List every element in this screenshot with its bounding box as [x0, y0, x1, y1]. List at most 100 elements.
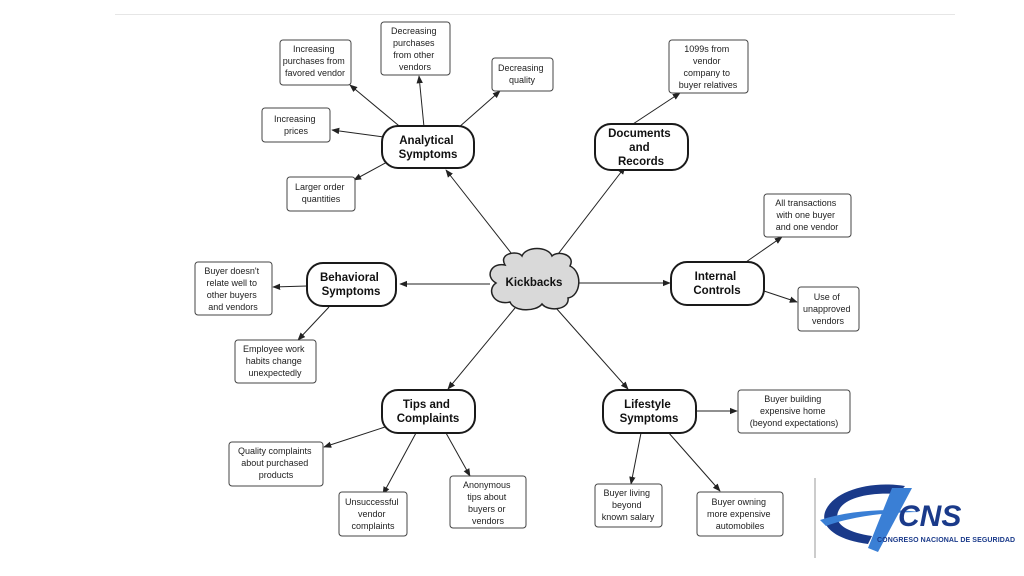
svg-text:Behavioral Symptoms: Behavioral Symptoms: [320, 272, 382, 298]
svg-text:Larger order quantities: Larger order quantities: [295, 182, 347, 204]
analytical-symptoms-node: Analytical Symptoms: [381, 125, 475, 169]
leaf-line: Quality complaints: [238, 446, 312, 456]
leaf-line: Buyer owning: [711, 497, 766, 507]
svg-text:Increasing purchases fro: Increasing purchases from favored vendor: [283, 44, 348, 78]
leaf-line: quality: [509, 75, 536, 85]
lifestyle-symptoms-node: Lifestyle Symptoms: [602, 389, 697, 434]
svg-text:Documents and Reco: Documents and Records: [608, 128, 674, 168]
svg-text:Lifestyle Symptoms: Lifestyle Symptoms: [620, 399, 679, 425]
leaf-1099s: 1099s from vendor company to buyer relat…: [668, 39, 749, 94]
leaf-increasing-purchases: Increasing purchases from favored vendor: [279, 39, 352, 86]
leaf-line: vendors: [399, 62, 432, 72]
leaf-line: tips about: [467, 492, 507, 502]
svg-text:Decreasing quality: Decreasing quality: [498, 63, 546, 85]
documents-line-1: Documents: [608, 128, 671, 140]
leaf-line: vendor: [358, 509, 386, 519]
svg-text:Employee work habits cha: Employee work habits change unexpectedly: [243, 344, 307, 378]
lifestyle-line-1: Lifestyle: [624, 399, 671, 411]
kickbacks-node: Kickbacks: [489, 247, 580, 311]
analytical-line-2: Symptoms: [399, 149, 458, 161]
leaf-line: unapproved: [803, 304, 851, 314]
leaf-line: other buyers: [207, 290, 258, 300]
leaf-line: relate well to: [206, 278, 257, 288]
edge-kickbacks-analytical: [445, 169, 516, 259]
leaf-unapproved-vendors: Use of unapproved vendors: [797, 286, 860, 332]
documents-records-node: Documents and Records: [594, 123, 689, 171]
edge-analytical-increasing-purchases: [349, 84, 405, 131]
svg-text:Anonymous tips about: Anonymous tips about buyers or vendors: [463, 480, 513, 526]
leaf-line: vendors: [472, 516, 505, 526]
edge-kickbacks-lifestyle: [555, 307, 629, 390]
cloud-shape: [489, 247, 580, 311]
svg-text:Use of unapproved: Use of unapproved vendors: [803, 292, 853, 326]
edge-kickbacks-documents: [554, 166, 626, 259]
internal-line-1: Internal: [695, 271, 737, 283]
analytical-line-1: Analytical: [399, 135, 453, 147]
edge-analytical-increasing-prices: [331, 127, 385, 138]
leaf-line: unexpectedly: [248, 368, 302, 378]
leaf-line: Anonymous: [463, 480, 511, 490]
leaf-line: known salary: [602, 512, 655, 522]
leaf-line: and vendors: [208, 302, 258, 312]
leaf-line: more expensive: [707, 509, 771, 519]
svg-text:Internal Controls: Internal Controls: [693, 271, 740, 297]
edge-kickbacks-tips: [447, 307, 516, 390]
leaf-line: buyers or: [468, 504, 506, 514]
leaf-line: buyer relatives: [679, 80, 738, 90]
svg-text:Quality complaints about: Quality complaints about purchased produ…: [238, 446, 314, 480]
tips-complaints-node: Tips and Complaints: [381, 389, 476, 434]
leaf-one-buyer-vendor: All transactions with one buyer and one …: [763, 193, 852, 238]
leaf-decreasing-quality: Decreasing quality: [491, 57, 554, 92]
behavioral-line-2: Symptoms: [322, 286, 381, 298]
edge-tips-quality: [323, 426, 386, 448]
edge-lifestyle-salary: [629, 432, 642, 485]
leaf-line: prices: [284, 126, 309, 136]
logo-emblem-icon: [820, 484, 920, 552]
svg-text:Buyer building expensive: Buyer building expensive home (beyond ex…: [750, 394, 839, 428]
leaf-line: quantities: [302, 194, 341, 204]
leaf-line: Increasing: [293, 44, 335, 54]
logo-name: CNS: [898, 500, 961, 533]
edge-internal-unapproved: [763, 290, 798, 303]
leaf-line: Buyer living: [603, 488, 650, 498]
edge-documents-1099s: [632, 92, 681, 125]
behavioral-symptoms-node: Behavioral Symptoms: [306, 262, 397, 307]
edge-tips-anonymous: [445, 432, 471, 477]
svg-text:Buyer owning more expens: Buyer owning more expensive automobiles: [707, 497, 773, 531]
svg-text:Decreasing purchases: Decreasing purchases from other vendors: [391, 26, 439, 72]
edge-lifestyle-autos: [667, 431, 721, 492]
edge-analytical-decreasing-quality: [457, 90, 501, 129]
edge-tips-vendor: [382, 432, 417, 495]
leaf-line: purchases: [393, 38, 435, 48]
leaf-decreasing-purchases: Decreasing purchases from other vendors: [380, 21, 451, 76]
leaf-line: and one vendor: [776, 222, 839, 232]
leaf-beyond-salary: Buyer living beyond known salary: [594, 483, 663, 528]
leaf-line: complaints: [351, 521, 395, 531]
leaf-larger-orders: Larger order quantities: [286, 176, 356, 212]
tips-line-1: Tips and: [403, 399, 450, 411]
edge-behavioral-relate: [272, 283, 308, 290]
leaf-line: Employee work: [243, 344, 305, 354]
leaf-vendor-complaints: Unsuccessful vendor complaints: [338, 491, 408, 537]
top-divider: [115, 14, 955, 15]
svg-text:Buyer doesn't relate wel: Buyer doesn't relate well to other buyer…: [204, 266, 261, 312]
documents-line-2: and: [629, 142, 649, 154]
leaf-line: All transactions: [775, 198, 837, 208]
leaf-line: Buyer building: [764, 394, 821, 404]
leaf-line: habits change: [246, 356, 302, 366]
leaf-line: vendor: [693, 56, 721, 66]
logo-subtitle: CONGRESO NACIONAL DE SEGURIDAD: [877, 537, 1015, 544]
leaf-line: Decreasing: [498, 63, 544, 73]
internal-line-2: Controls: [693, 285, 740, 297]
edge-internal-one-buyer: [745, 236, 783, 263]
lifestyle-line-2: Symptoms: [620, 413, 679, 425]
svg-text:Tips and Complaints: Tips and Complaints: [397, 399, 460, 425]
edge-analytical-decreasing-purchases: [416, 75, 425, 128]
leaf-line: Buyer doesn't: [204, 266, 259, 276]
leaf-line: beyond: [612, 500, 642, 510]
leaf-line: vendors: [812, 316, 845, 326]
leaf-anonymous-tips: Anonymous tips about buyers or vendors: [449, 475, 527, 529]
leaf-line: from other: [393, 50, 434, 60]
leaf-line: 1099s from: [684, 44, 729, 54]
cns-logo: CNS CONGRESO NACIONAL DE SEGURIDAD: [814, 478, 1015, 558]
